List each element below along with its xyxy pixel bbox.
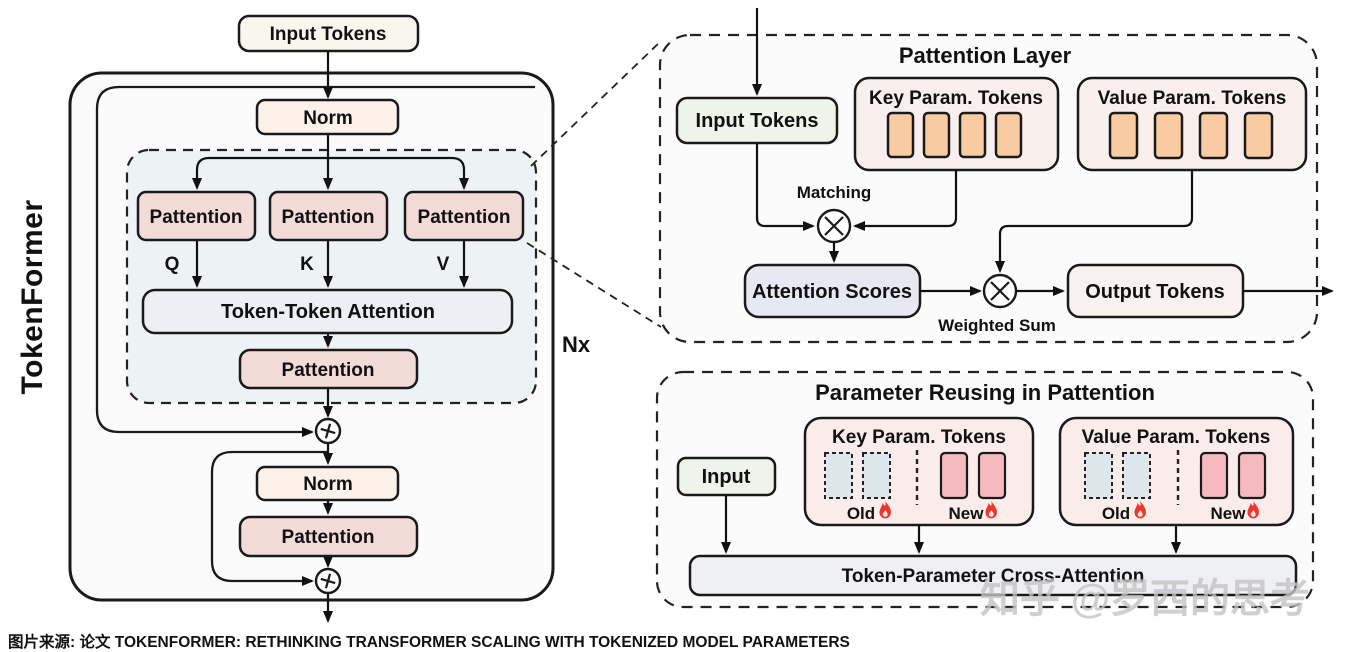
old-value-token xyxy=(1122,452,1151,499)
branch-to-q xyxy=(192,156,328,190)
attention-scores-label: Attention Scores xyxy=(752,281,912,303)
pattention-k-box xyxy=(268,190,389,242)
v-label: V xyxy=(437,254,450,275)
residual-loop-1 xyxy=(95,85,535,437)
add-node-2 xyxy=(314,567,342,595)
new-value-token xyxy=(1199,451,1229,500)
cross-attention-label: Token-Parameter Cross-Attention xyxy=(842,566,1145,587)
input-tokens-label: Input Tokens xyxy=(270,24,387,45)
pattention-ffn-box xyxy=(238,515,419,558)
residual-loop-2 xyxy=(210,450,328,586)
weighted-sum-node xyxy=(982,273,1018,309)
new-key-token xyxy=(977,451,1007,500)
value-token xyxy=(1243,111,1274,160)
matching-node xyxy=(816,208,852,244)
watermark: 知乎 @罗西的思考 xyxy=(980,577,1310,621)
tokenformer-title: TokenFormer xyxy=(16,200,49,395)
key-token xyxy=(886,111,915,159)
pl-input-tokens-label: Input Tokens xyxy=(696,110,819,132)
pattention-v-label: Pattention xyxy=(418,207,511,228)
pattention-q-box xyxy=(136,190,257,242)
parameter-reusing-panel: Parameter Reusing in Pattention Input Ke… xyxy=(655,370,1315,609)
q-label: Q xyxy=(165,254,180,275)
pattention-layer-title: Pattention Layer xyxy=(899,43,1072,68)
pr-value-param-box: Value Param. Tokens Old New xyxy=(1058,416,1295,527)
pl-value-param-label: Value Param. Tokens xyxy=(1098,88,1287,109)
output-tokens-label: Output Tokens xyxy=(1085,281,1225,303)
pr-input-label: Input xyxy=(702,466,751,488)
pr-key-param-label: Key Param. Tokens xyxy=(832,427,1006,448)
k-label: K xyxy=(300,254,314,275)
pattention-proj-label: Pattention xyxy=(282,360,375,381)
pattention-q-label: Pattention xyxy=(150,207,243,228)
tokenformer-block: TokenFormer Input Tokens Norm Pattention… xyxy=(16,14,591,623)
new-label: New xyxy=(949,504,985,523)
token-token-attention-box xyxy=(141,288,514,335)
value-token xyxy=(1108,111,1139,160)
pattention-v-box xyxy=(403,190,525,242)
pattention-ffn-label: Pattention xyxy=(282,527,375,548)
token-token-attention-label: Token-Token Attention xyxy=(221,301,435,323)
pr-key-param-box: Key Param. Tokens Old New xyxy=(803,416,1035,527)
new-value-token xyxy=(1237,451,1267,500)
key-token xyxy=(958,111,987,159)
nx-label: Nx xyxy=(562,332,591,357)
old-label: Old xyxy=(847,504,875,523)
zoom-connector-top xyxy=(530,40,662,167)
pr-value-param-label: Value Param. Tokens xyxy=(1082,427,1271,448)
new-label: New xyxy=(1211,504,1247,523)
input-tokens-box xyxy=(237,14,420,53)
cross-attention-box xyxy=(688,554,1298,597)
old-key-token xyxy=(862,452,891,499)
norm1-label: Norm xyxy=(303,108,353,129)
key-token xyxy=(922,111,951,159)
zoom-connector-bottom xyxy=(526,242,662,328)
weighted-sum-label: Weighted Sum xyxy=(938,316,1056,335)
norm2-box xyxy=(255,465,400,502)
value-token xyxy=(1153,111,1184,160)
old-key-token xyxy=(824,452,853,499)
pattention-k-label: Pattention xyxy=(282,207,375,228)
old-value-token xyxy=(1084,452,1113,499)
key-token xyxy=(994,111,1023,159)
new-key-token xyxy=(939,451,969,500)
add-node-1 xyxy=(314,417,342,445)
matching-label: Matching xyxy=(797,183,872,202)
norm1-box xyxy=(255,98,400,136)
pattention-proj-box xyxy=(238,348,419,390)
arrow-value-to-weightedsum xyxy=(995,170,1194,273)
pl-key-param-label: Key Param. Tokens xyxy=(869,88,1043,109)
caption: 图片来源: 论文 TOKENFORMER: RETHINKING TRANSFO… xyxy=(8,632,850,651)
old-label: Old xyxy=(1102,504,1130,523)
pattention-layer-panel: Pattention Layer Input Tokens Key Param.… xyxy=(658,8,1334,344)
branch-to-v xyxy=(328,156,469,190)
parameter-reusing-title: Parameter Reusing in Pattention xyxy=(815,380,1155,405)
norm2-label: Norm xyxy=(303,474,353,495)
arrow-input-to-matching xyxy=(755,143,815,231)
arrow-key-to-matching xyxy=(853,170,958,231)
value-token xyxy=(1198,111,1229,160)
